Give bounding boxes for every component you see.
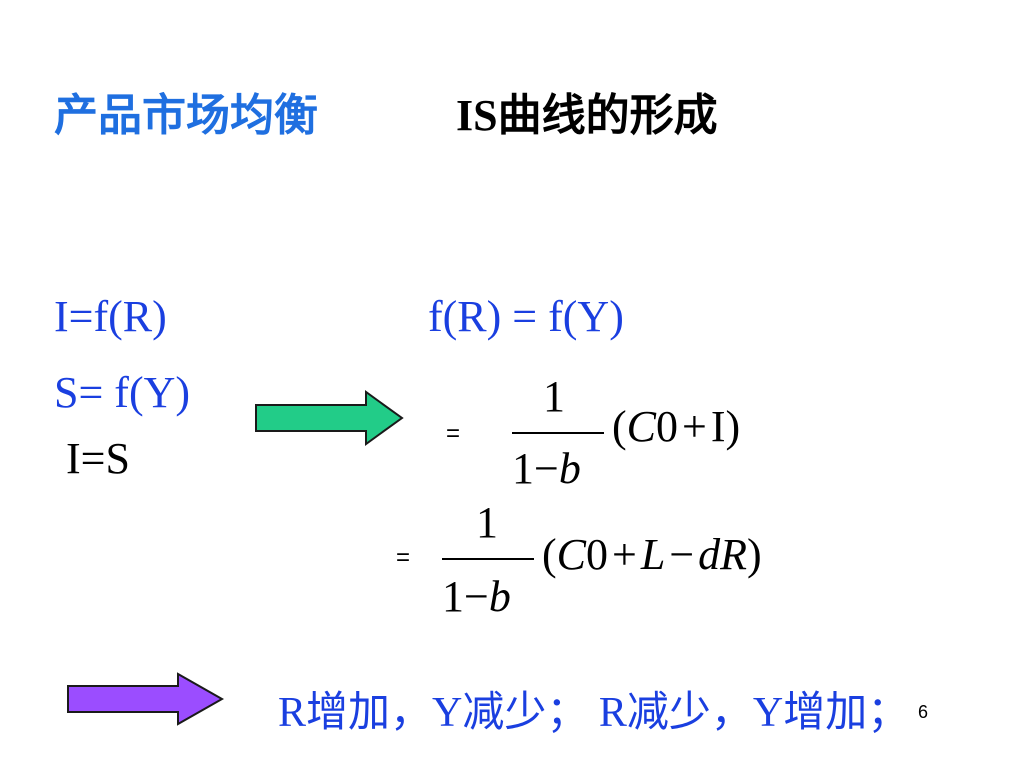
formula1-denominator: 1−b	[512, 446, 581, 492]
formula1-plus: +	[682, 402, 707, 451]
slide-subtitle: IS曲线的形成	[456, 88, 718, 144]
formula2-numerator: 1	[476, 498, 498, 547]
formula2-minus: −	[669, 530, 695, 579]
formula2-c: C	[556, 530, 587, 579]
formula2-den-b: b	[488, 572, 511, 621]
formula2-l: L	[640, 530, 666, 579]
green-right-arrow-icon	[255, 390, 404, 446]
formula1-den-b: b	[558, 444, 581, 493]
formula2-zero: 0	[586, 530, 609, 579]
subtitle-prefix: IS	[456, 91, 498, 140]
purple-right-arrow-icon	[67, 672, 225, 726]
formula1-open: (	[612, 402, 627, 451]
formula1-equals: =	[446, 420, 461, 447]
formula1-den-one: 1	[512, 444, 534, 493]
formula2-den-minus: −	[464, 572, 489, 621]
page-number: 6	[918, 702, 929, 722]
formula1-close: )	[725, 402, 741, 451]
formula2-plus: +	[612, 530, 637, 579]
formula1-zero: 0	[656, 402, 679, 451]
subtitle-suffix: 曲线的形成	[497, 90, 718, 141]
equation-saving: S= f(Y)	[54, 368, 191, 417]
formula1-i: I	[710, 402, 726, 451]
slide-title: 产品市场均衡	[54, 90, 318, 141]
equation-investment: I=f(R)	[54, 292, 167, 341]
formula2-body: (C0+L−dR)	[542, 532, 762, 578]
formula1-numerator: 1	[543, 372, 565, 421]
formula2-den-one: 1	[442, 572, 464, 621]
formula1-fraction-bar	[512, 432, 604, 434]
formula2-open: (	[542, 530, 557, 579]
formula2-denominator: 1−b	[442, 574, 511, 620]
formula2-dr: dR	[698, 530, 748, 579]
formula1-c: C	[626, 402, 657, 451]
conclusion-text: R增加，Y减少； R减少，Y增加；	[278, 690, 910, 736]
equation-equilibrium: I=S	[66, 434, 130, 483]
formula2-equals: =	[396, 544, 411, 571]
formula2-fraction-bar	[442, 558, 534, 560]
equation-equal-functions: f(R) = f(Y)	[428, 292, 624, 341]
formula1-den-minus: −	[534, 444, 559, 493]
formula1-body: (C0+I)	[612, 404, 740, 450]
formula2-close: )	[747, 530, 762, 579]
